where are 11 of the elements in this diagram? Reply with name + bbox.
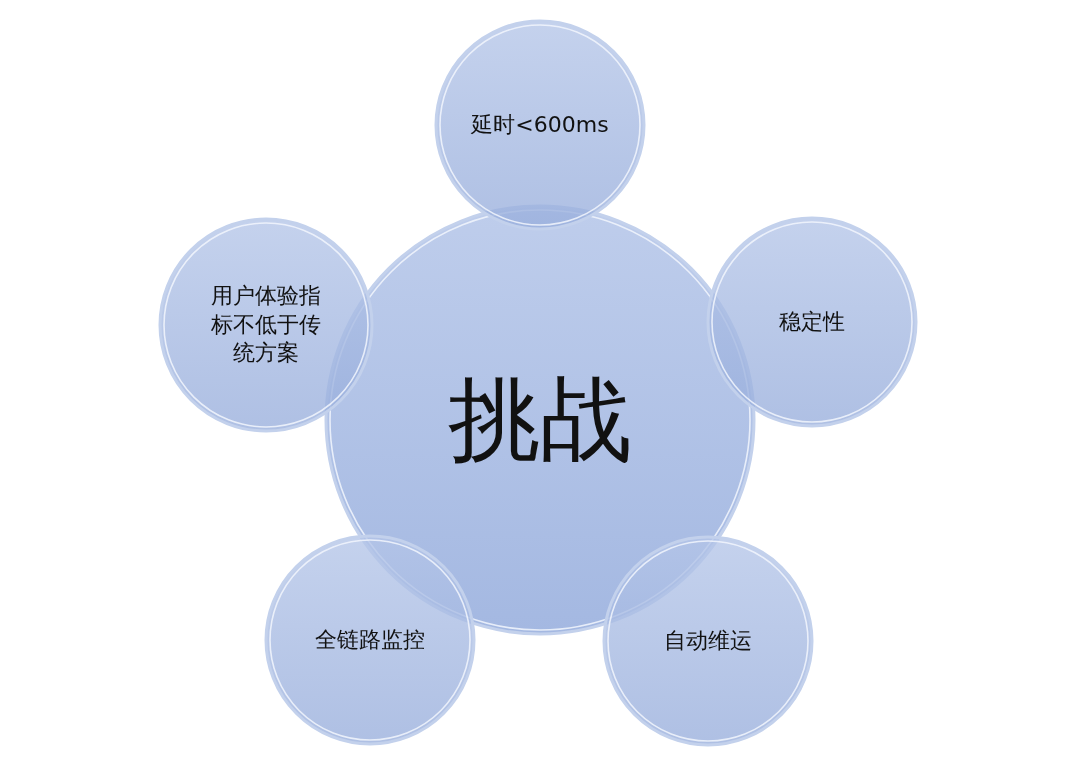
topic-label: 用户体验指标不低于传统方案 xyxy=(210,282,322,368)
topic-label: 自动维运 xyxy=(664,626,752,655)
topic-circle xyxy=(602,535,814,747)
topic-circle xyxy=(706,216,918,428)
topic-label: 延时<600ms xyxy=(471,110,609,139)
central-label: 挑战 xyxy=(448,365,632,476)
topic-circle xyxy=(264,534,476,746)
topic-label: 稳定性 xyxy=(779,307,845,336)
topic-circle xyxy=(158,217,374,433)
topic-label: 全链路监控 xyxy=(315,625,425,654)
topic-circle xyxy=(434,19,646,231)
